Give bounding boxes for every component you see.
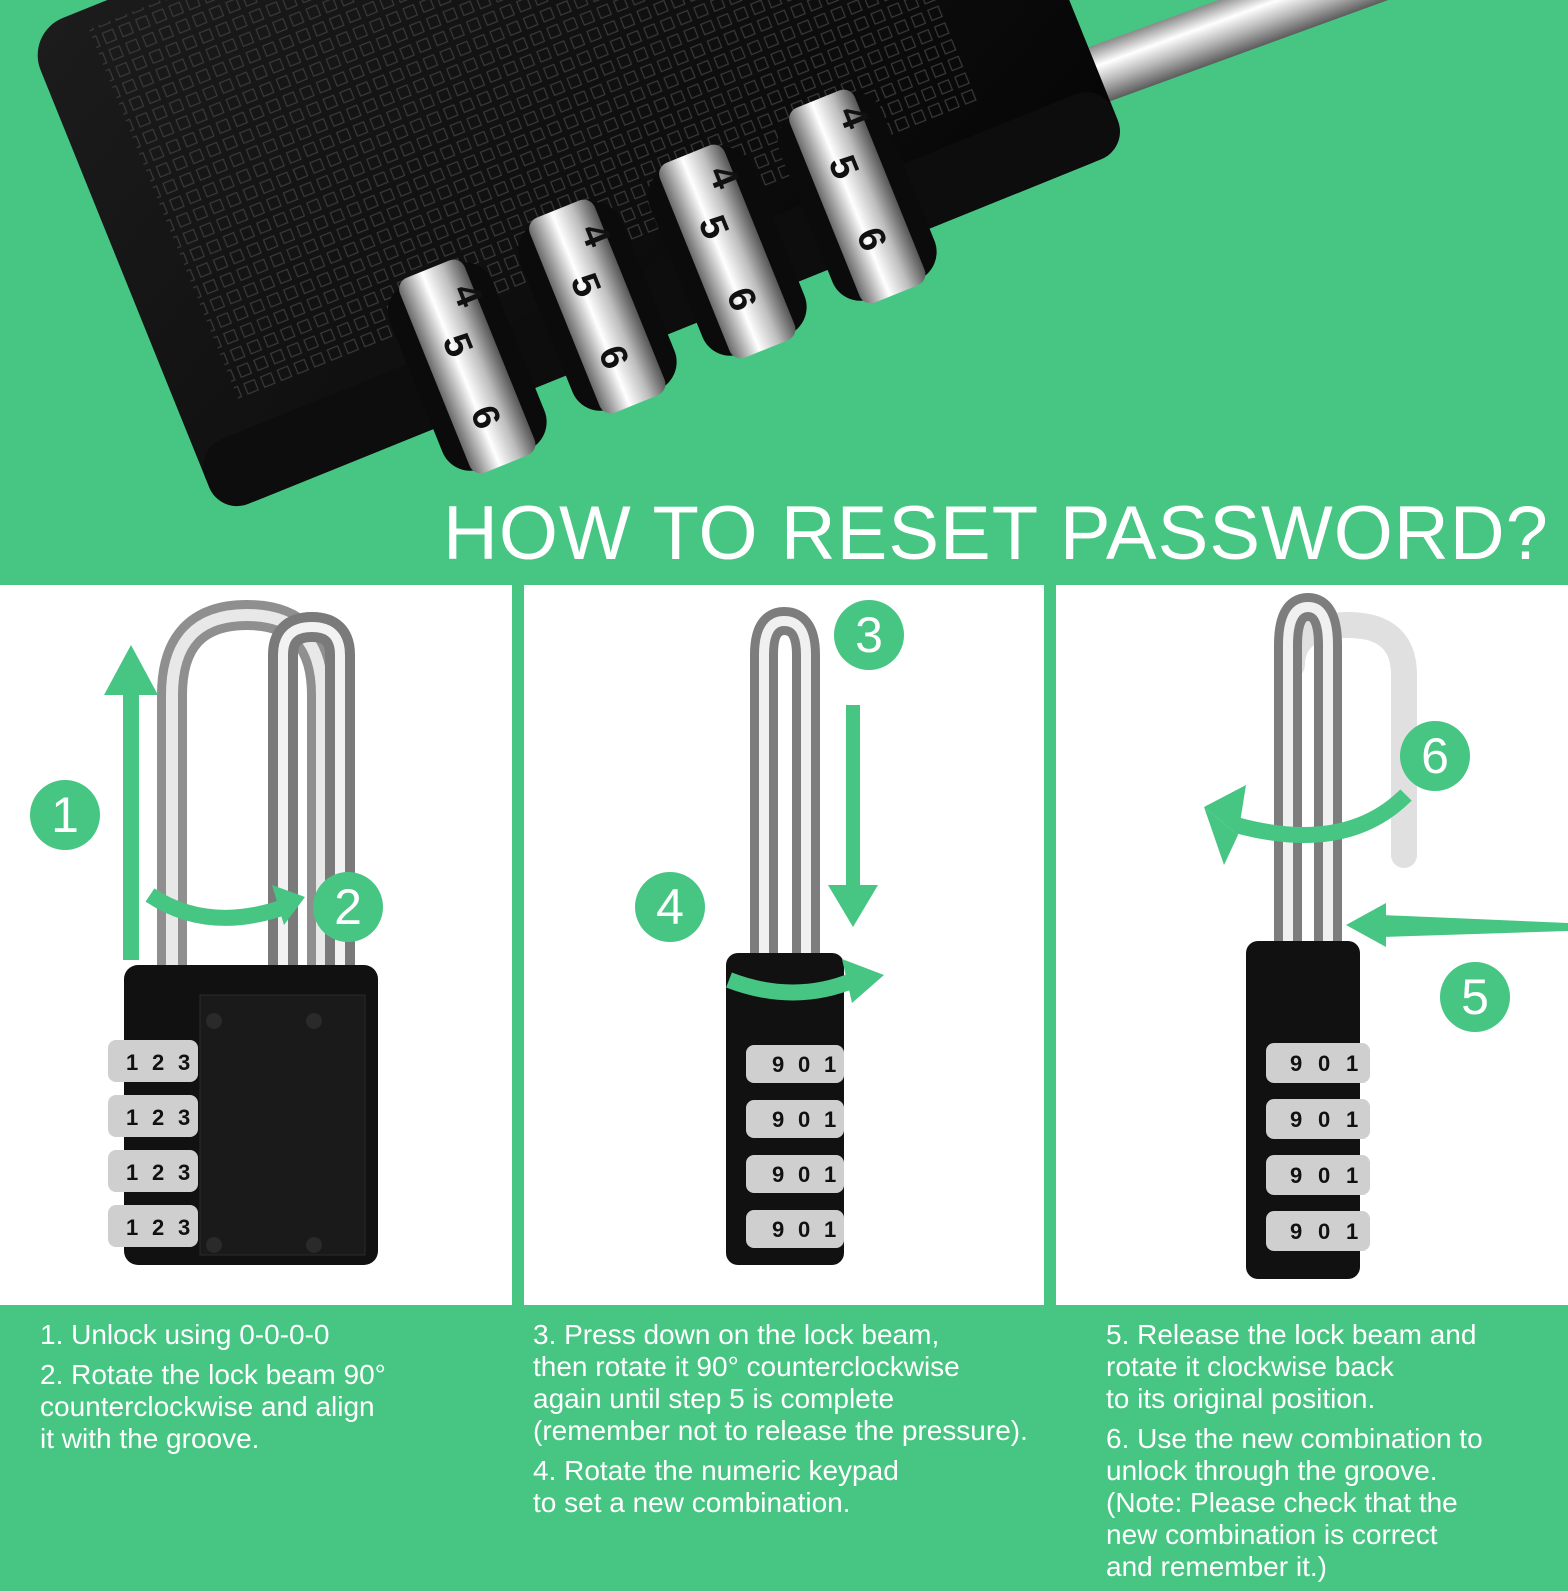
instruction-step-5: 5. Release the lock beam and rotate it c… — [1106, 1319, 1477, 1414]
padlock-reset-illustration: 9 0 1 9 0 1 9 0 1 9 0 1 — [1204, 592, 1568, 1279]
padlock-closeup-image: 4 5 6 4 5 6 4 5 6 4 5 6 — [37, 0, 1568, 507]
wheel-digit: 9 — [772, 1162, 784, 1187]
curved-arrow-right-icon — [145, 885, 305, 926]
step-panel-3: 9 0 1 9 0 1 9 0 1 9 0 1 6 5 — [1056, 585, 1568, 1305]
wheel-digit: 0 — [798, 1217, 810, 1242]
wheel-digit: 0 — [798, 1107, 810, 1132]
wheel-digit: 0 — [798, 1052, 810, 1077]
wheel-digit: 1 — [126, 1160, 138, 1185]
curved-arrow-right-icon — [726, 959, 884, 1003]
step-badge-2: 2 — [313, 872, 383, 942]
wheel-digit: 1 — [1346, 1051, 1358, 1076]
wheel-digit: 1 — [1346, 1219, 1358, 1244]
wheel-digit: 1 — [824, 1052, 836, 1077]
instruction-step-6: 6. Use the new combination to unlock thr… — [1106, 1423, 1483, 1582]
step-badge-6: 6 — [1400, 721, 1470, 791]
wheel-digit: 2 — [152, 1215, 164, 1240]
hero-banner: 4 5 6 4 5 6 4 5 6 4 5 6 HOW TO RESET PAS… — [0, 0, 1568, 585]
wheel-digit: 1 — [126, 1105, 138, 1130]
wheel-digit: 3 — [178, 1160, 190, 1185]
wheel-digit: 1 — [824, 1217, 836, 1242]
wheel-digit: 9 — [1290, 1163, 1302, 1188]
wheel-digit: 1 — [126, 1050, 138, 1075]
instructions-column-2: 3. Press down on the lock beam, then rot… — [533, 1319, 1093, 1527]
wheel-digit: 0 — [1318, 1219, 1330, 1244]
arrow-up-icon — [104, 645, 158, 960]
combination-wheels — [746, 1045, 844, 1248]
step-badge-3: 3 — [834, 600, 904, 670]
combination-wheels — [108, 1040, 198, 1247]
instructions-column-3: 5. Release the lock beam and rotate it c… — [1106, 1319, 1562, 1591]
wheel-digit: 3 — [178, 1105, 190, 1130]
instruction-step-2: 2. Rotate the lock beam 90° counterclock… — [40, 1359, 386, 1454]
step-badge-5: 5 — [1440, 962, 1510, 1032]
wheel-digit: 9 — [772, 1107, 784, 1132]
padlock-press-illustration: 9 0 1 9 0 1 9 0 1 9 0 1 — [726, 606, 884, 1265]
wheel-digit: 3 — [178, 1050, 190, 1075]
curved-arrow-left-icon — [1204, 785, 1412, 865]
wheel-digit: 3 — [178, 1215, 190, 1240]
combination-wheels — [1266, 1043, 1370, 1251]
step-badge-1: 1 — [30, 780, 100, 850]
wheel-digit: 0 — [1318, 1107, 1330, 1132]
instructions-column-1: 1. Unlock using 0-0-0-0 2. Rotate the lo… — [40, 1319, 500, 1463]
wheel-digit: 9 — [1290, 1051, 1302, 1076]
wheel-digit: 1 — [126, 1215, 138, 1240]
wheel-digit: 1 — [1346, 1107, 1358, 1132]
step-panel-2: 9 0 1 9 0 1 9 0 1 9 0 1 3 4 — [524, 585, 1044, 1305]
wheel-digit: 2 — [152, 1160, 164, 1185]
wheel-digit: 9 — [1290, 1107, 1302, 1132]
wheel-digit: 2 — [152, 1105, 164, 1130]
instruction-step-4: 4. Rotate the numeric keypad to set a ne… — [533, 1455, 899, 1518]
wheel-digit: 0 — [798, 1162, 810, 1187]
wheel-digit: 0 — [1318, 1163, 1330, 1188]
wheel-digit: 0 — [1318, 1051, 1330, 1076]
wheel-digit: 9 — [772, 1217, 784, 1242]
wheel-digit: 1 — [824, 1107, 836, 1132]
instruction-step-3: 3. Press down on the lock beam, then rot… — [533, 1319, 1028, 1446]
wheel-digit: 2 — [152, 1050, 164, 1075]
wheel-digit: 1 — [824, 1162, 836, 1187]
page-title: HOW TO RESET PASSWORD? — [443, 491, 1549, 576]
step-badge-4: 4 — [635, 872, 705, 942]
wheel-digit: 9 — [1290, 1219, 1302, 1244]
wheel-digit: 1 — [1346, 1163, 1358, 1188]
arrow-left-icon — [1346, 903, 1568, 947]
instruction-step-1: 1. Unlock using 0-0-0-0 — [40, 1319, 330, 1350]
wheel-digit: 9 — [772, 1052, 784, 1077]
step-panel-1: 1 2 3 1 2 3 1 2 3 1 2 3 1 2 — [0, 585, 512, 1305]
padlock-unlock-illustration: 1 2 3 1 2 3 1 2 3 1 2 3 — [104, 599, 378, 1265]
arrow-down-icon — [828, 705, 878, 927]
